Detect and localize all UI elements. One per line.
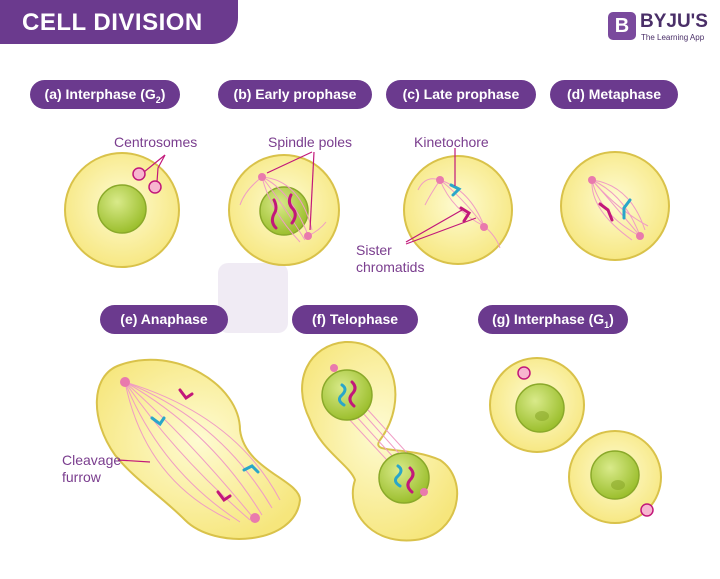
stage-label-telophase: (f) Telophase <box>292 305 418 334</box>
cell-anaphase <box>95 358 302 540</box>
stage-label-interphase-g1: (g) Interphase (G1) <box>478 305 628 334</box>
cell-metaphase <box>560 151 670 261</box>
stage-label-early-prophase: (b) Early prophase <box>218 80 372 109</box>
label-cleavage-furrow-line2: furrow <box>62 469 101 485</box>
stage-label-late-prophase: (c) Late prophase <box>386 80 536 109</box>
stage-subscript: 1 <box>604 319 610 330</box>
stage-text: (b) Early prophase <box>233 86 357 102</box>
byjus-logo: B BYJU'S The Learning App <box>608 8 720 48</box>
stage-text-close: ) <box>160 86 166 102</box>
stage-text-close: ) <box>609 311 614 327</box>
spindle-fibers <box>417 178 501 249</box>
logo-tagline: The Learning App <box>641 33 705 42</box>
label-centrosomes: Centrosomes <box>114 134 198 150</box>
chromosome-magenta <box>598 202 614 222</box>
label-sister-chromatids-line1: Sister <box>356 242 392 258</box>
label-sister-chromatids-line2: chromatids <box>356 259 425 275</box>
label-spindle-poles: Spindle poles <box>268 134 353 150</box>
stage-text: (c) Late prophase <box>402 86 520 102</box>
cell-telophase <box>301 340 459 542</box>
stage-subscript: 2 <box>155 94 161 105</box>
cell-early-prophase <box>228 151 340 266</box>
chromosome-blue <box>622 198 632 220</box>
stage-label-metaphase: (d) Metaphase <box>550 80 678 109</box>
stage-text: (d) Metaphase <box>566 86 662 102</box>
cell-interphase-g2 <box>64 152 180 268</box>
label-cleavage-furrow-line1: Cleavage <box>62 452 122 468</box>
logo-mark: B <box>608 12 636 40</box>
cell-interphase-g1-lower <box>568 430 662 524</box>
logo-name: BYJU'S <box>640 11 708 32</box>
spindle-fibers <box>239 176 327 243</box>
centrosome-pair <box>132 167 162 194</box>
stage-text: (f) Telophase <box>311 311 399 327</box>
label-kinetochore: Kinetochore <box>414 134 489 150</box>
stage-text: (e) Anaphase <box>120 311 208 327</box>
title-banner: CELL DIVISION <box>0 0 238 44</box>
page-title: CELL DIVISION <box>22 9 203 36</box>
cell-interphase-g1-upper <box>489 357 585 453</box>
chromosome-magenta <box>270 198 278 230</box>
chromosome-blue <box>449 183 462 197</box>
stage-text: (g) Interphase (G <box>492 311 605 327</box>
stage-text: (a) Interphase (G <box>44 86 156 102</box>
stage-label-anaphase: (e) Anaphase <box>100 305 228 334</box>
cell-late-prophase <box>403 148 513 265</box>
watermark-logo <box>218 263 288 333</box>
stage-label-interphase-g2: (a) Interphase (G2) <box>30 80 180 109</box>
spindle-fibers <box>124 381 281 523</box>
